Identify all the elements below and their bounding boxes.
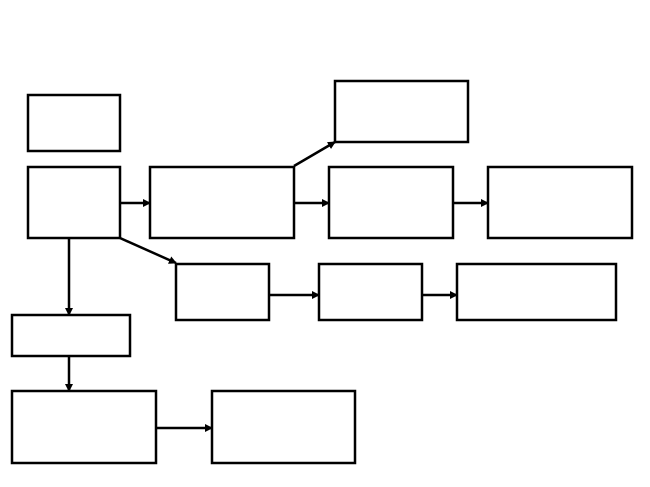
edge-root-to-branch-1 [119,236,177,265]
node-branch-2 [317,262,424,322]
nodes [10,79,634,465]
edge-stage-2-to-top-right [293,140,336,168]
node-top-left [26,93,122,153]
node-root [26,165,122,240]
node-stage-4 [486,165,634,240]
edges [65,140,489,432]
node-branch-1 [174,262,271,322]
node-branch-3 [455,262,618,322]
node-top-right [333,79,470,144]
node-down-2 [10,389,158,465]
node-down-3 [210,389,357,465]
node-down-1 [10,313,132,358]
node-stage-2 [148,165,296,240]
node-stage-3 [327,165,455,240]
